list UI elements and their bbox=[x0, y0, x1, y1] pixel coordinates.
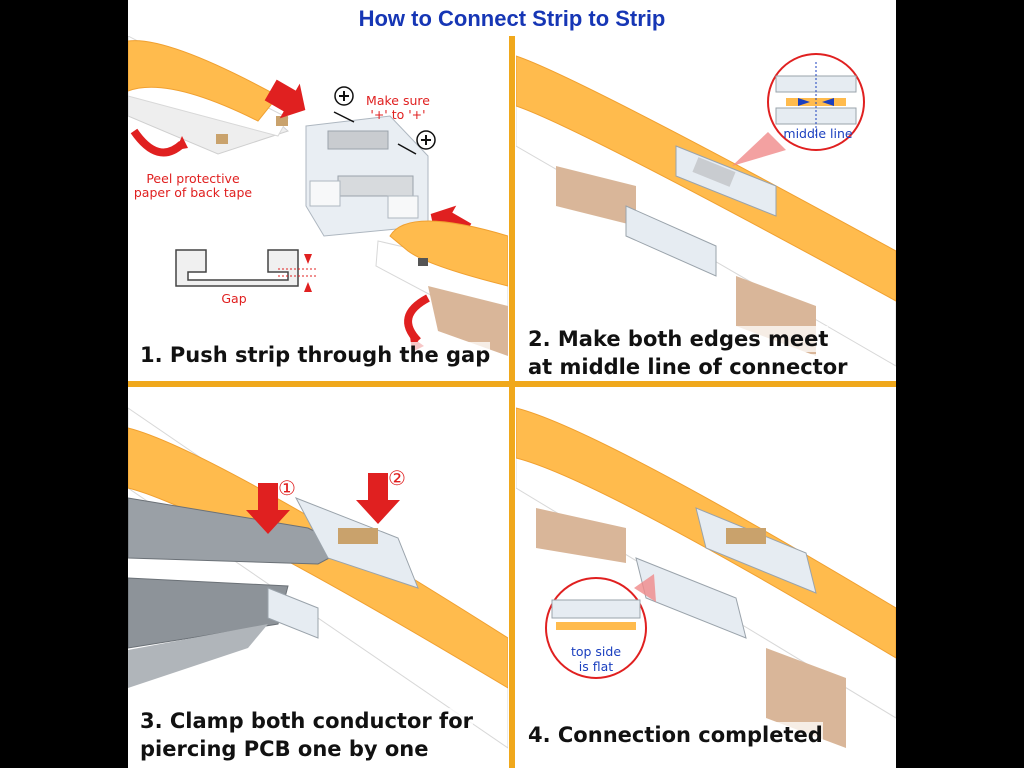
page-title: How to Connect Strip to Strip bbox=[358, 6, 666, 31]
middle-line-label: middle line bbox=[783, 126, 853, 141]
push-arrow-left bbox=[264, 79, 306, 119]
caption-step-2-line1: 2. Make both edges meet bbox=[528, 326, 829, 352]
panel-step-2: middle line 2. Make both edges meet at m… bbox=[516, 36, 896, 380]
panel-step-1: Make sure '+' to '+' Peel protective pap… bbox=[128, 36, 508, 380]
strip-left bbox=[128, 36, 289, 155]
note-line: paper of back tape bbox=[133, 185, 253, 200]
connector-clip bbox=[267, 497, 419, 639]
connector-clip bbox=[625, 145, 777, 277]
divider-horizontal bbox=[128, 381, 896, 387]
peel-arrow-right bbox=[404, 294, 431, 344]
divider-vertical bbox=[509, 36, 515, 768]
step-1-illustration bbox=[128, 36, 508, 356]
gap-diagram bbox=[175, 249, 318, 292]
strip-right bbox=[375, 220, 508, 356]
connector-clip bbox=[635, 507, 817, 639]
connector-clip bbox=[305, 115, 429, 237]
step-3-illustration bbox=[128, 407, 508, 749]
step-4-illustration bbox=[516, 407, 896, 748]
note-line: Make sure bbox=[366, 93, 430, 108]
panel-step-4: top side is flat 4. Connection completed bbox=[516, 388, 896, 768]
instruction-sheet: How to Connect Strip to Strip bbox=[128, 0, 896, 768]
pliers-lower-jaw bbox=[128, 577, 289, 649]
panel-step-3: ① ② 3. Clamp both conductor for piercing… bbox=[128, 388, 508, 768]
caption-step-3-line1: 3. Clamp both conductor for bbox=[140, 708, 473, 734]
press-arrow-1 bbox=[246, 483, 290, 534]
note-line: is flat bbox=[578, 659, 614, 674]
note-line: '+' to '+' bbox=[370, 107, 426, 122]
caption-step-1: 1. Push strip through the gap bbox=[140, 342, 491, 368]
caption-step-2-line2: at middle line of connector bbox=[528, 354, 848, 380]
top-side-note: top side is flat bbox=[546, 644, 646, 674]
peel-note: Peel protective paper of back tape bbox=[128, 172, 258, 200]
plus-to-plus-note: Make sure '+' to '+' bbox=[358, 94, 438, 122]
note-line: top side bbox=[570, 644, 622, 659]
gap-label: Gap bbox=[221, 291, 247, 306]
step-2-illustration bbox=[516, 53, 896, 367]
step-marker-2: ② bbox=[388, 466, 406, 490]
caption-step-4: 4. Connection completed bbox=[528, 722, 823, 748]
step-marker-1: ① bbox=[278, 476, 296, 500]
caption-step-3-line2: piercing PCB one by one bbox=[140, 736, 429, 762]
note-line: Peel protective bbox=[146, 171, 240, 186]
press-arrow-2 bbox=[356, 473, 400, 524]
